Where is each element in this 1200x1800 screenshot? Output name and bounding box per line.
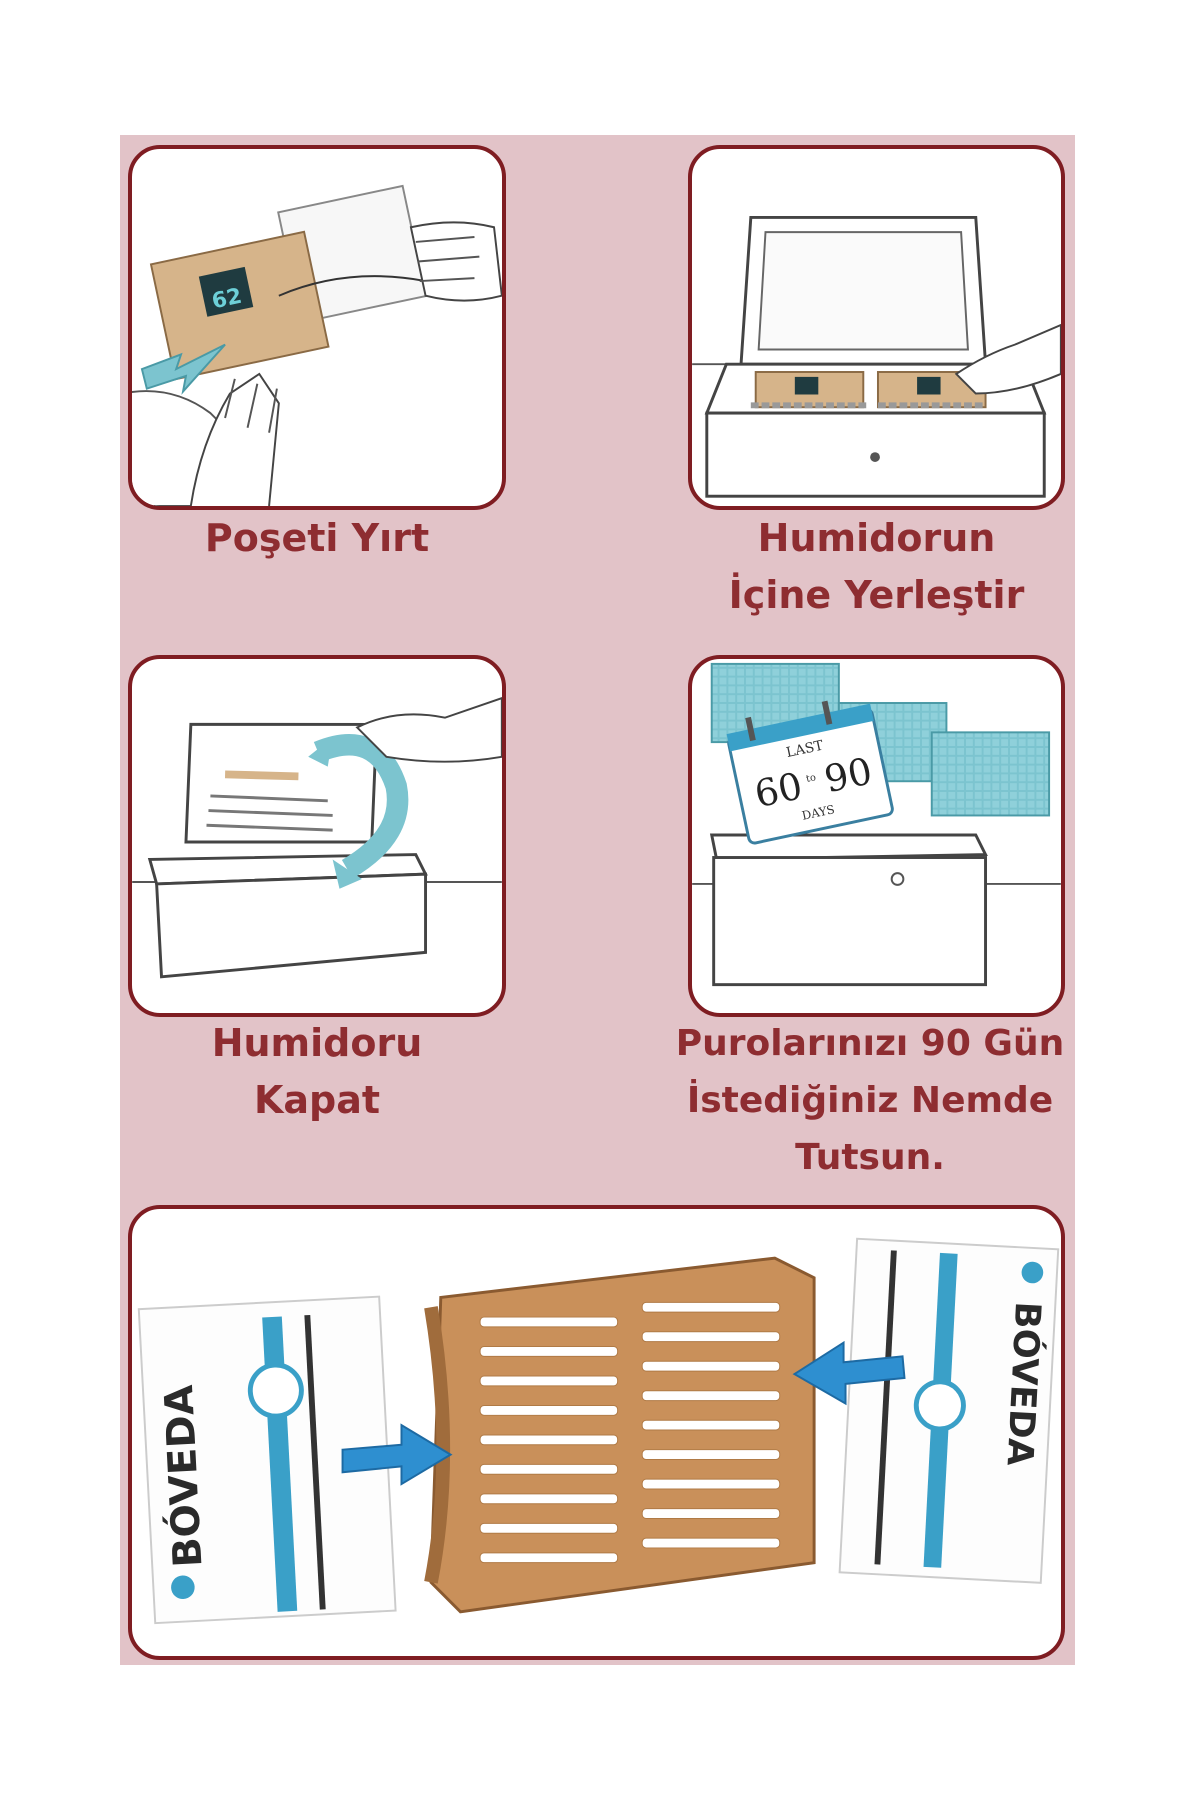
tear-direction-arrow: [140, 343, 226, 395]
right-insert-arrow: [792, 1340, 906, 1406]
wooden-holder: [424, 1256, 816, 1614]
caption-line: Purolarınızı 90 Gün: [675, 1023, 1065, 1064]
caption-line: Humidoru: [211, 1021, 423, 1065]
right-pouch-brand: BÓVEDA: [999, 1301, 1050, 1468]
step-1-panel: 62: [128, 145, 506, 510]
instructions-board: 62: [120, 135, 1075, 1665]
right-pouch: BÓVEDA: [838, 1237, 1060, 1584]
caption-line: İçine Yerleştir: [728, 573, 1025, 617]
calendar-icon: LAST 60 to 90 DAYS: [726, 700, 894, 845]
product-panel: BÓVEDA BÓVEDA: [128, 1205, 1065, 1660]
calendar-left-number: 60: [751, 764, 806, 816]
caption-line: Kapat: [253, 1078, 381, 1122]
caption-line: Poşeti Yırt: [204, 516, 430, 560]
closing-humidor-illustration: [132, 697, 502, 979]
calendar-right-number: 90: [821, 749, 876, 801]
calendar-middle-text: to: [805, 772, 817, 785]
placing-in-humidor-illustration: [692, 215, 1061, 498]
step-2-caption: Humidorun İçine Yerleştir: [660, 510, 1093, 624]
step-1-caption: Poşeti Yırt: [128, 510, 506, 567]
pouch-badge-text: 62: [210, 284, 244, 315]
step-4-panel: LAST 60 to 90 DAYS: [688, 655, 1065, 1017]
tearing-pouch-illustration: 62: [132, 184, 502, 506]
step-4-caption: Purolarınızı 90 Gün İstediğiniz Nemde Tu…: [665, 1015, 1075, 1186]
calendar-bottom-text: DAYS: [801, 802, 836, 823]
boveda-holder-illustration: BÓVEDA BÓVEDA: [137, 1237, 1060, 1625]
step-2-panel: [688, 145, 1065, 510]
caption-line: Humidorun: [757, 516, 996, 560]
left-pouch: BÓVEDA: [137, 1295, 397, 1625]
calendar-90-days-illustration: LAST 60 to 90 DAYS: [692, 662, 1061, 987]
left-insert-arrow: [341, 1423, 453, 1486]
step-3-caption: Humidoru Kapat: [128, 1015, 506, 1129]
step-3-panel: [128, 655, 506, 1017]
calendar-top-text: LAST: [785, 738, 825, 761]
caption-line: İstediğiniz Nemde: [686, 1080, 1054, 1121]
left-pouch-brand: BÓVEDA: [155, 1383, 212, 1568]
caption-line: Tutsun.: [795, 1137, 945, 1178]
